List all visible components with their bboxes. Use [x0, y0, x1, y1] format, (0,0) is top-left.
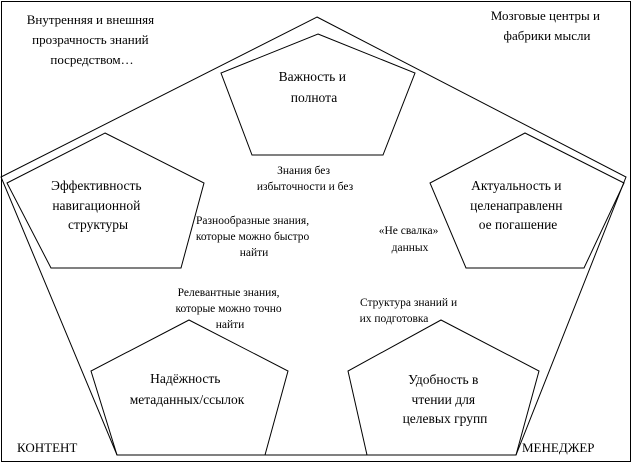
label-relevance: Актуальность и целенаправленн ое погашен…	[470, 178, 566, 232]
corner-label-manager: МЕНЕДЖЕР	[522, 440, 595, 455]
edge-label-relevant-knowledge: Релевантные знания, которые можно точно …	[175, 287, 284, 331]
label-metadata: Надёжность метаданных/ссылок	[130, 371, 245, 407]
label-readability: Удобность в чтении для целевых групп	[403, 372, 488, 426]
pentagon-metadata	[90, 319, 289, 456]
corner-label-top-right: Мозговые центры и фабрики мысли	[491, 8, 604, 43]
edge-label-not-dump: «Не свалка» данных	[379, 225, 442, 254]
pentagon-readability	[347, 319, 540, 456]
pentagon-relevance	[429, 132, 625, 269]
label-navigation: Эффективность навигационной структуры	[51, 178, 145, 232]
label-importance: Важность и полнота	[279, 69, 350, 105]
edge-label-knowledge-structure: Структура знаний и их подготовка	[360, 297, 460, 325]
corner-label-top-left: Внутренняя и внешняя прозрачность знаний…	[27, 12, 158, 67]
pentagon-navigation	[6, 132, 205, 269]
edge-label-no-redundancy: Знания без избыточности и без	[257, 165, 354, 193]
edge-label-diverse-knowledge: Разнообразные знания, которые можно быст…	[196, 215, 312, 259]
corner-label-content: КОНТЕНТ	[17, 440, 77, 455]
pentagon-importance	[220, 33, 416, 156]
outer-pentagon	[0, 16, 627, 456]
